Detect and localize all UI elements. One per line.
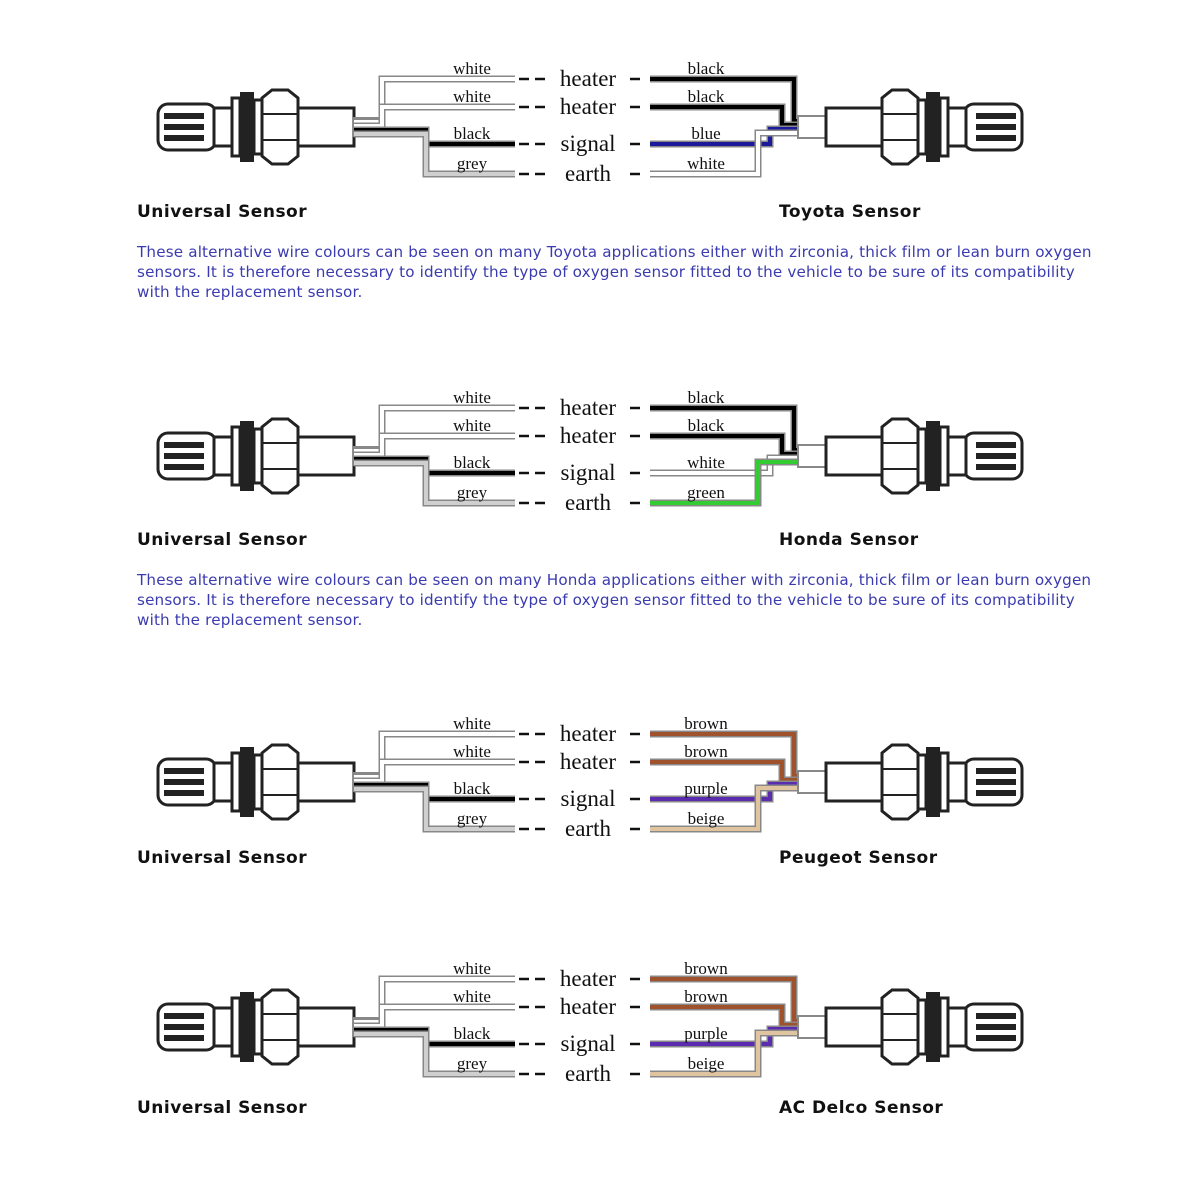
wire-function-label: heater xyxy=(560,395,617,420)
universal-wire-label: black xyxy=(454,1024,491,1043)
universal-wire xyxy=(354,758,515,785)
universal-wire xyxy=(354,459,515,507)
manufacturer-sensor-caption: Honda Sensor xyxy=(779,530,919,550)
manufacturer-sensor-body xyxy=(824,743,1024,821)
universal-wire-label: white xyxy=(453,388,491,407)
wire-function-label: heater xyxy=(560,721,617,746)
universal-sensor-caption: Universal Sensor xyxy=(137,202,308,222)
sensor-wiring-diagram: white white black grey heater heater signal ear… xyxy=(156,714,1024,841)
universal-sensor-body xyxy=(156,743,356,821)
manufacturer-cable-sheath xyxy=(797,770,829,794)
universal-wire-label: grey xyxy=(457,809,488,828)
universal-wire-label: white xyxy=(453,59,491,78)
manufacturer-sensor-body xyxy=(824,88,1024,166)
universal-wire-label: grey xyxy=(457,154,488,173)
wire-function-label: earth xyxy=(565,1061,611,1086)
manufacturer-sensor-body xyxy=(824,417,1024,495)
wire-function-label: heater xyxy=(560,94,617,119)
manufacturer-cable-sheath xyxy=(797,1015,829,1039)
universal-wire-label: grey xyxy=(457,483,488,502)
universal-wire xyxy=(354,1030,515,1078)
sensor-wiring-diagram: white white black grey heater heater signal ear… xyxy=(156,959,1024,1086)
wire-function-label: signal xyxy=(561,1031,616,1056)
universal-wire xyxy=(354,75,515,126)
manufacturer-wire xyxy=(650,975,830,1025)
universal-wire xyxy=(354,1003,515,1030)
manufacturer-wire-label: black xyxy=(688,388,725,407)
universal-wire xyxy=(354,130,515,178)
wire-function-label: earth xyxy=(565,161,611,186)
manufacturer-wire-label: white xyxy=(687,453,725,472)
wire-function-label: earth xyxy=(565,816,611,841)
manufacturer-wire xyxy=(650,784,830,833)
universal-wire xyxy=(354,975,515,1026)
wire-function-label: heater xyxy=(560,966,617,991)
manufacturer-wire xyxy=(650,75,830,125)
universal-wire-label: white xyxy=(453,714,491,733)
wire-function-label: heater xyxy=(560,749,617,774)
universal-wire-label: grey xyxy=(457,1054,488,1073)
wire-function-label: signal xyxy=(561,131,616,156)
wire-function-label: heater xyxy=(560,994,617,1019)
manufacturer-wire-label: black xyxy=(688,87,725,106)
compatibility-note: These alternative wire colours can be se… xyxy=(137,243,1092,301)
manufacturer-wire-label: beige xyxy=(688,809,725,828)
manufacturer-sensor-caption: AC Delco Sensor xyxy=(779,1098,944,1118)
manufacturer-wire-label: white xyxy=(687,154,725,173)
universal-wire-label: white xyxy=(453,416,491,435)
manufacturer-wire-label: black xyxy=(688,59,725,78)
manufacturer-wire-label: beige xyxy=(688,1054,725,1073)
universal-sensor-caption: Universal Sensor xyxy=(137,848,308,868)
wire-function-label: earth xyxy=(565,490,611,515)
manufacturer-wire-label: brown xyxy=(684,714,728,733)
universal-sensor-caption: Universal Sensor xyxy=(137,530,308,550)
manufacturer-wire xyxy=(650,730,830,780)
manufacturer-wire xyxy=(650,404,830,454)
universal-wire-label: black xyxy=(454,453,491,472)
universal-sensor-caption: Universal Sensor xyxy=(137,1098,308,1118)
universal-wire xyxy=(354,432,515,459)
manufacturer-wire-label: brown xyxy=(684,742,728,761)
universal-sensor-body xyxy=(156,88,356,166)
wire-function-label: heater xyxy=(560,423,617,448)
universal-wire-label: white xyxy=(453,87,491,106)
universal-wire-label: white xyxy=(453,959,491,978)
manufacturer-wire xyxy=(650,129,830,178)
wire-function-label: signal xyxy=(561,786,616,811)
universal-wire xyxy=(354,730,515,781)
manufacturer-sensor-caption: Peugeot Sensor xyxy=(779,848,938,868)
manufacturer-sensor-caption: Toyota Sensor xyxy=(779,202,921,222)
manufacturer-wire-label: blue xyxy=(691,124,720,143)
manufacturer-wire-label: purple xyxy=(684,1024,727,1043)
manufacturer-wire-label: brown xyxy=(684,959,728,978)
universal-sensor-body xyxy=(156,988,356,1066)
sensor-wiring-diagram: white white black grey heater heater signal ear… xyxy=(156,59,1024,186)
universal-wire xyxy=(354,785,515,833)
manufacturer-wire xyxy=(650,1029,830,1078)
manufacturer-cable-sheath xyxy=(797,115,829,139)
universal-sensor-body xyxy=(156,417,356,495)
manufacturer-wire-label: brown xyxy=(684,987,728,1006)
universal-wire-label: white xyxy=(453,742,491,761)
manufacturer-cable-sheath xyxy=(797,444,829,468)
compatibility-note: These alternative wire colours can be se… xyxy=(137,571,1092,629)
universal-wire xyxy=(354,404,515,455)
universal-wire-label: black xyxy=(454,779,491,798)
wire-function-label: heater xyxy=(560,66,617,91)
manufacturer-wire-label: black xyxy=(688,416,725,435)
universal-wire-label: white xyxy=(453,987,491,1006)
manufacturer-wire-label: purple xyxy=(684,779,727,798)
manufacturer-sensor-body xyxy=(824,988,1024,1066)
manufacturer-wire-label: green xyxy=(687,483,725,502)
manufacturer-wire xyxy=(650,458,830,507)
sensor-wiring-diagram: white white black grey heater heater signal ear… xyxy=(156,388,1024,515)
universal-wire-label: black xyxy=(454,124,491,143)
universal-wire xyxy=(354,103,515,130)
wire-function-label: signal xyxy=(561,460,616,485)
